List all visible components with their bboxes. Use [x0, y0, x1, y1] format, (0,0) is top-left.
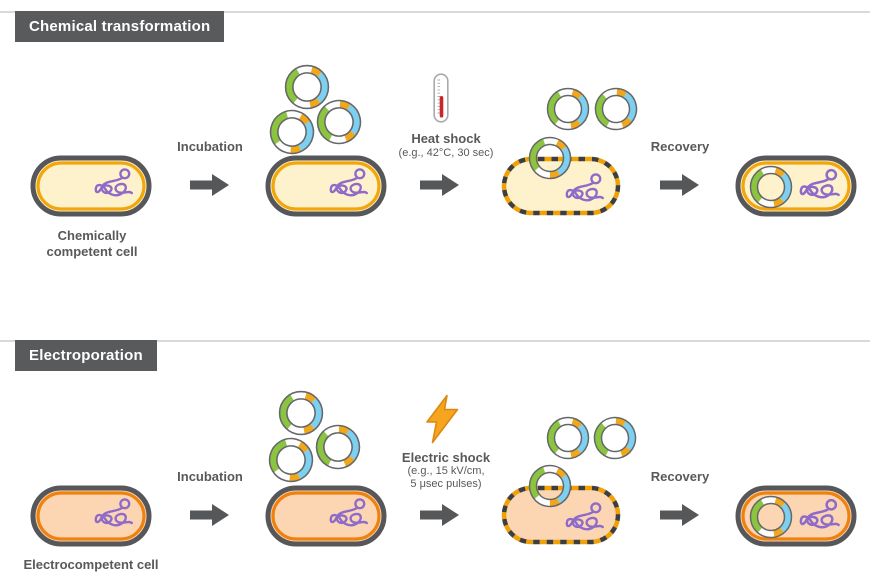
genomic-dna-icon: [799, 498, 840, 529]
genomic-dna-icon: [799, 168, 840, 199]
process-arrow-icon: [660, 174, 699, 196]
recovered-transformed-cell: [735, 155, 857, 217]
plasmid-icon: [312, 95, 367, 150]
recovered-transformed-cell: [735, 485, 857, 547]
genomic-dna-icon: [329, 498, 369, 527]
incubation-label: Incubation: [177, 139, 243, 154]
genomic-dna-icon: [565, 173, 605, 202]
electric-shock-label: Electric shock: [401, 450, 491, 465]
genomic-dna-icon: [94, 498, 134, 527]
incubation-label: Incubation: [177, 469, 243, 484]
plasmid-entering-icon: [525, 461, 576, 512]
heat-shock-conditions: (e.g., 42°C, 30 sec): [398, 147, 494, 159]
lightning-bolt-icon: [426, 394, 459, 444]
electric-shock-conditions-line1: (e.g., 15 kV/cm,: [407, 465, 485, 477]
section-divider: [0, 11, 870, 13]
process-arrow-icon: [420, 174, 459, 196]
process-arrow-icon: [660, 504, 699, 526]
heat-shock-label: Heat shock: [411, 131, 481, 146]
plasmid-icon: [589, 412, 641, 464]
recovery-label: Recovery: [650, 139, 710, 154]
plasmid-icon: [263, 432, 319, 488]
recovery-label: Recovery: [650, 469, 710, 484]
plasmid-icon: [749, 165, 793, 209]
process-arrow-icon: [420, 504, 459, 526]
plasmid-icon: [546, 87, 590, 131]
electric-shock-conditions-line2: 5 μsec pulses): [410, 478, 482, 490]
section-divider: [0, 340, 870, 342]
process-arrow-icon: [190, 174, 229, 196]
cell-label: Electrocompetent cell: [23, 557, 159, 572]
plasmid-icon: [311, 420, 366, 475]
plasmid-icon: [749, 495, 793, 539]
thermometer-icon: [433, 73, 449, 123]
plasmid-icon: [546, 416, 590, 460]
electrocompetent-cell: [30, 485, 152, 547]
genomic-dna-icon: [329, 168, 369, 197]
genomic-dna-icon: [94, 168, 134, 197]
genomic-dna-icon: [565, 502, 605, 531]
chemically-competent-cell: [30, 155, 152, 217]
electric-shock-conditions: (e.g., 15 kV/cm, 5 μsec pulses): [376, 465, 516, 491]
section-title-chemical-transformation: Chemical transformation: [15, 11, 225, 42]
plasmid-entering-icon: [525, 133, 576, 184]
plasmid-icon: [264, 104, 320, 160]
cell-label: Chemically competent cell: [46, 228, 138, 259]
incubated-cell: [265, 485, 387, 547]
section-title-electroporation: Electroporation: [15, 340, 157, 371]
process-arrow-icon: [190, 504, 229, 526]
plasmid-icon: [590, 83, 642, 135]
incubated-cell: [265, 155, 387, 217]
